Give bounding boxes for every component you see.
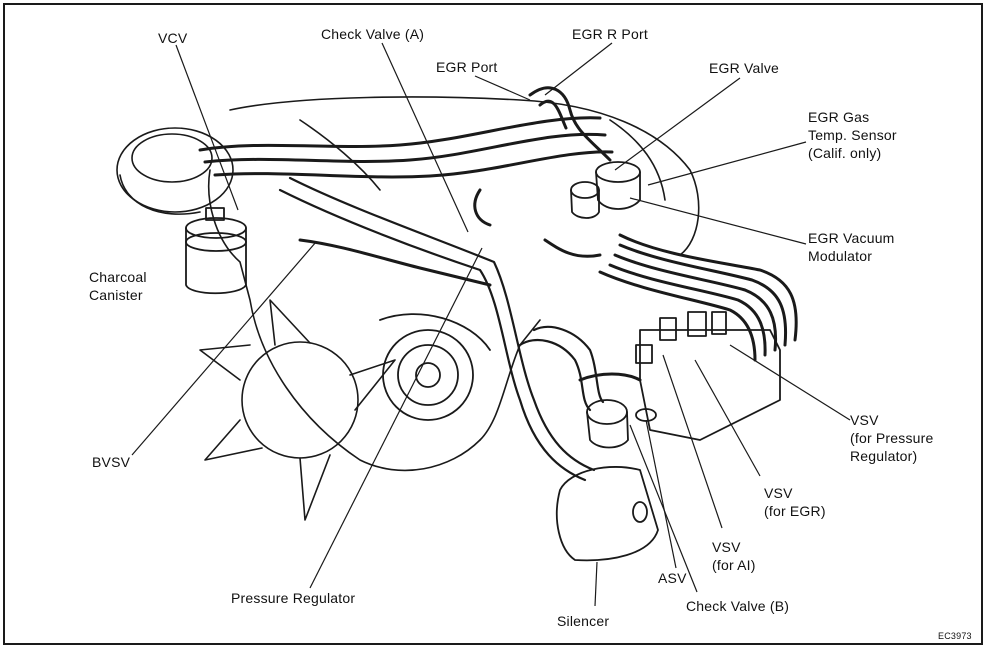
diagram-frame [3,3,983,645]
label-egr-gas-temp-sensor: EGR Gas Temp. Sensor (Calif. only) [808,109,897,161]
charcoal-canister-body [185,207,247,295]
label-egr-valve: EGR Valve [709,60,780,76]
crank-pulley [379,313,491,421]
label-pressure-regulator: Pressure Regulator [231,590,356,606]
label-egr-port: EGR Port [436,59,498,75]
label-vcv: VCV [158,30,188,46]
label-vsv-egr: VSV (for EGR) [764,485,826,519]
egr-valve-body [570,161,641,219]
label-egr-r-port: EGR R Port [572,26,648,42]
air-cleaner [116,127,234,215]
air-intake-hose [278,176,605,482]
cooling-fan [199,299,396,521]
label-check-valve-b: Check Valve (B) [686,598,790,614]
silencer-body [556,466,659,562]
label-bvsv: BVSV [92,454,131,470]
vacuum-hoses [198,86,798,382]
label-check-valve-a: Check Valve (A) [321,26,425,42]
leader-lines [131,42,851,607]
label-asv: ASV [658,570,687,586]
label-egr-vacuum-modulator: EGR Vacuum Modulator [808,230,895,264]
label-charcoal-canister: Charcoal Canister [89,269,147,303]
label-vsv-pressure-regulator: VSV (for Pressure Regulator) [850,412,934,464]
label-vsv-ai: VSV (for AI) [712,539,756,573]
figure-code: EC3973 [938,631,972,641]
label-silencer: Silencer [557,613,610,629]
vsv-cluster [635,311,781,441]
